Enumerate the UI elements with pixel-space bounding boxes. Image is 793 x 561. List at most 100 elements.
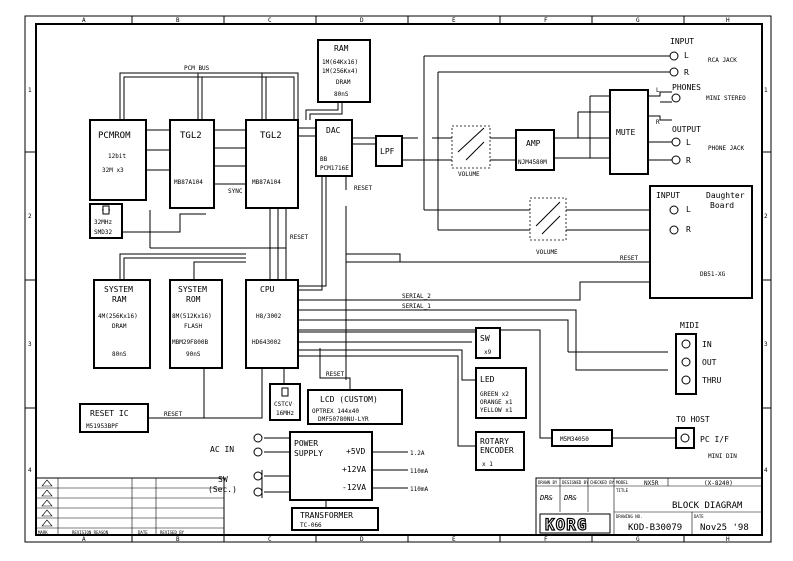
row-right-4: 4 [764,467,768,474]
serial1-label: SERIAL_1 [402,303,431,310]
dac-l2: PCM1716E [320,165,349,172]
sync-label: SYNC [228,188,243,195]
col-top-f: F [544,17,548,24]
rotary-encoder-block: ROTARY ENCODER x 1 [475,431,525,471]
system-ram-block: SYSTEM RAM 4M(256Kx16) DRAM 80nS [93,279,151,369]
tgl2a-title: TGL2 [180,131,202,141]
date-value: Nov25 '98 [700,523,749,533]
pcm-bus-label: PCM BUS [184,65,210,72]
tgl2b-block: TGL2 MB87A104 [245,119,299,209]
system-ram-l3: 80nS [112,351,127,358]
col-top-h: H [726,17,730,24]
rca-r: R [684,68,689,77]
midi-in-label: IN [702,340,712,349]
pcmrom-l2: 32M x3 [102,167,124,174]
volume-pot-2: VOLUME [529,197,567,256]
midi-out-label: OUT [702,358,717,367]
model-value: NX5R [644,480,659,487]
system-rom-title1: SYSTEM [178,285,207,294]
led-block: LED GREEN x2 ORANGE x1 YELLOW x1 [475,367,527,419]
row-left-4: 4 [28,467,32,474]
transformer-title: TRANSFORMER [300,511,353,520]
labels: PCM BUS SYNC RESET RESET RESET RESET RES… [164,37,746,494]
cstcv-block: CSTCV 16MHz [269,383,301,421]
lcd-l1: OPTREX 144x40 [312,408,359,415]
sw-title: SW [480,334,490,343]
system-rom-block: SYSTEM ROM 8M(512Kx16) FLASH MBM29F800B … [169,279,223,369]
db-l: L [686,205,691,214]
jacks [253,51,681,497]
system-rom-l1: 8M(512Kx16) [172,313,212,320]
korg-logo: KORG [545,515,588,534]
dac-block: DAC BB PCM1716E [315,119,353,177]
rotary-title2: ENCODER [480,446,514,455]
power-i1: 1.2A [410,450,425,457]
ac-in-label: AC IN [210,445,234,454]
row-left-3: 3 [28,341,32,348]
sw-sec-label1: SW [218,475,228,484]
drawing-no-label: DRAWING NO. [616,514,643,519]
col-top-c: C [268,17,272,24]
pcmrom-title: PCMROM [98,131,131,141]
reset-ic-block: RESET IC M51953BPF [79,403,149,433]
drawing-no: KOD-B30079 [628,523,682,533]
cpu-title: CPU [260,285,275,294]
system-rom-l3: MBM29F800B [172,339,209,346]
pc-if-connector: TO HOST PC I/F MINI DIN [675,415,737,460]
col-bot-f: F [544,536,548,543]
output-label: OUTPUT [672,125,701,134]
drawn-by-label: DRAWN BY [538,480,558,485]
rev-mark: MARK [38,530,48,535]
cstcv-l1: CSTCV [274,401,292,408]
volume-label-1: VOLUME [458,171,480,178]
amp-block: AMP NJM4580M [515,129,555,171]
model-label: MODEL [616,480,629,485]
daughter-title1: Daughter [706,191,745,200]
m5m-block: M5M34050 [551,429,613,447]
col-top-a: A [82,17,86,24]
cstcv-l2: 16MHz [276,410,294,417]
date-label: DATE [694,514,704,519]
power-title2: SUPPLY [294,449,323,458]
col-bot-h: H [726,536,730,543]
col-bot-d: D [360,536,364,543]
reset-label-tgl: RESET [290,234,308,241]
power-i3: 110mA [410,486,428,493]
rev-by: REVISED BY [160,530,185,535]
daughter-title2: Board [710,201,734,210]
col-top-g: G [636,17,640,24]
sig-2: DR& [563,494,577,502]
reset-label-db: RESET [620,255,638,262]
reset-label-ic: RESET [164,411,182,418]
lcd-block: LCD (CUSTOM) OPTREX 144x40 DMF50780NU-LY… [307,389,403,425]
sw-block: SW x9 [475,327,501,359]
output-r: R [686,156,691,165]
reset-ic-title: RESET IC [90,409,129,418]
col-bot-c: C [268,536,272,543]
col-bot-g: G [636,536,640,543]
ram-l1: 1M(64Kx16) [322,59,358,66]
daughter-input: INPUT [656,191,680,200]
revision-table: MARK REVISION REASON DATE REVISED BY [35,477,225,536]
mute-block: MUTE [609,89,649,175]
col-bot-e: E [452,536,456,543]
sw-sec-label2: (Sec.) [208,485,237,494]
tgl2a-block: TGL2 MB87A104 [169,119,215,209]
daughter-board-block: INPUT Daughter Board DB51-XG [649,185,753,299]
rev-date: DATE [138,530,148,535]
wires [119,55,676,508]
amp-part: NJM4580M [518,159,547,166]
rca-jack-label: RCA JACK [708,57,737,64]
led-l1: GREEN x2 [480,391,509,398]
dac-l1: BB [320,156,328,163]
mute-title: MUTE [616,128,635,137]
pcmrom-block: PCMROM 12bit 32M x3 [89,119,147,201]
m5m-title: M5M34050 [560,436,589,443]
cpu-l1: H8/3002 [256,313,282,320]
to-host-label: TO HOST [676,415,710,424]
row-right-3: 3 [764,341,768,348]
db-r: R [686,225,691,234]
system-rom-l4: 90nS [186,351,201,358]
lcd-title: LCD (CUSTOM) [320,395,378,404]
